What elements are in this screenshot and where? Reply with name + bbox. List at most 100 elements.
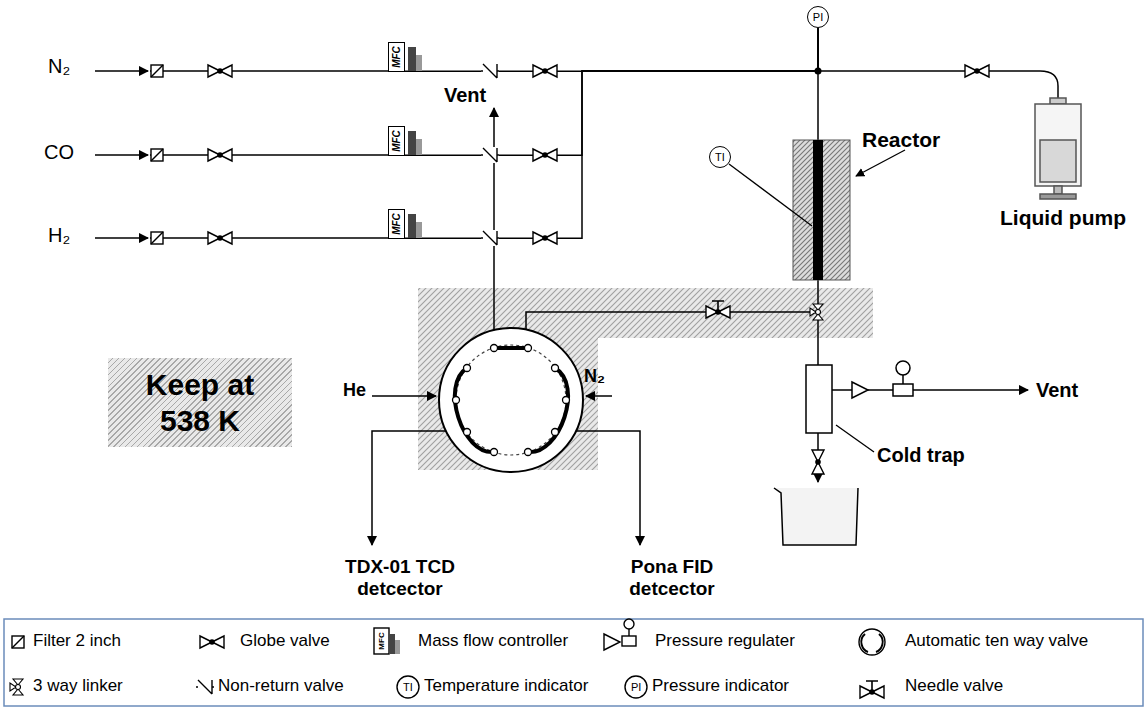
node-text: MFC: [392, 130, 402, 152]
mfc-bars: [408, 131, 416, 155]
legend-symbol: [628, 629, 629, 636]
pressure-regulator: [893, 384, 913, 396]
gas-line-connector: [405, 28, 818, 155]
pipe: [575, 431, 640, 545]
temperature-zone-box: Keep at 538 K: [108, 358, 292, 447]
liquid-pump: [1057, 86, 1059, 98]
legend-text: Automatic ten way valve: [905, 631, 1088, 651]
mfc-bars: [416, 222, 422, 238]
mfc-bars: [416, 55, 422, 71]
liquid-pump: [1050, 98, 1066, 104]
legend-symbol: [625, 676, 647, 698]
beaker: [774, 488, 858, 545]
globe-valve-symbol: [533, 232, 557, 244]
legend-symbol: [604, 634, 620, 650]
three-way-linker-symbol: [10, 679, 23, 695]
mass-flow-controller: MFC: [388, 209, 405, 239]
globe-valve-symbol: [812, 450, 824, 474]
legend-symbol: [395, 640, 400, 654]
globe-valve-symbol: [533, 149, 557, 161]
ten-way-valve: [455, 368, 494, 452]
pressure-regulator: [902, 375, 904, 384]
filter-symbol: [151, 149, 163, 161]
indicator-circle: PI: [807, 6, 829, 28]
liquid-pump: [1040, 140, 1076, 182]
node-text: Keep at 538 K: [120, 367, 280, 439]
pipe: [372, 431, 447, 545]
leader-line: [856, 150, 905, 176]
liquid-pump: [1040, 194, 1076, 199]
ten-way-valve: [456, 345, 566, 455]
pipe: [95, 70, 148, 72]
liquid-pump: [1054, 186, 1062, 194]
text-label: Vent: [444, 84, 486, 107]
text-label: Pona FID detcector: [605, 556, 740, 600]
needle-valve-symbol: [860, 681, 884, 698]
gas-line-connector: [405, 28, 818, 238]
liquid-pump: [1035, 86, 1081, 199]
pipe: [150, 71, 388, 238]
ten-way-valve: [491, 449, 498, 456]
text-label: Cold trap: [877, 444, 965, 467]
node-text: TI: [715, 152, 725, 163]
reactor: [793, 140, 850, 280]
globe-valve-symbol: [533, 65, 557, 77]
filter-symbol: [151, 232, 163, 244]
globe-valve-symbol: [208, 149, 232, 161]
reactor: [793, 140, 850, 280]
legend-symbol: [12, 636, 24, 648]
non-return-valve-symbol: [481, 147, 499, 163]
mass-flow-controller: MFC: [388, 42, 405, 72]
mass-flow-controller: MFC: [388, 126, 405, 156]
legend-symbol: [12, 636, 24, 648]
legend-text: Needle valve: [905, 676, 1003, 696]
text-label: N₂: [584, 366, 605, 387]
gas-line-connector: [405, 28, 818, 71]
legend-symbol: [861, 634, 882, 652]
legend-symbol: [624, 619, 634, 629]
ten-way-valve: [525, 449, 532, 456]
legend-symbol: [859, 629, 885, 655]
legend-text: Pressure regulater: [655, 631, 795, 651]
pipe: [817, 280, 819, 365]
legend-text: Non-return valve: [218, 676, 344, 696]
pipe: [95, 154, 148, 156]
indicator-circle: TI: [709, 146, 731, 168]
legend-symbol: [397, 676, 419, 698]
pipe: [818, 71, 1058, 86]
text-label: N₂: [48, 55, 70, 78]
legend-frame: [4, 619, 1143, 706]
pipe: [95, 28, 1058, 545]
text-label: TI: [403, 681, 413, 694]
globe-valve-symbol: [965, 65, 989, 77]
node-text: MFC: [392, 46, 402, 68]
text-label: CO: [44, 141, 74, 164]
non-return-valve-symbol: [196, 679, 214, 695]
ten-way-valve: [464, 365, 471, 372]
text-label: PI: [631, 681, 641, 694]
mfc-bars: [416, 139, 422, 155]
globe-valve-symbol: [200, 65, 989, 648]
pressure-regulator: [896, 361, 910, 375]
needle-valve-symbol: [706, 301, 730, 318]
cold-trap: [806, 365, 832, 433]
filter-symbol: [151, 65, 163, 77]
leader-line: [836, 425, 874, 452]
non-return-valve-symbol: [481, 63, 499, 79]
three-way-linker-symbol: [10, 304, 823, 695]
pipe: [913, 389, 1028, 391]
node-text: MFC: [392, 213, 402, 235]
ten-way-valve: [552, 365, 559, 372]
text-label: MFC: [378, 632, 386, 649]
legend-symbol: [389, 634, 395, 654]
ten-way-valve: [464, 429, 471, 436]
node-text: PI: [813, 12, 823, 23]
text-label: TDX-01 TCD detcector: [333, 556, 468, 600]
pipe: [95, 237, 148, 239]
legend-symbol: [12, 619, 885, 698]
mfc-bars: [408, 47, 422, 238]
leader-line: [729, 164, 812, 226]
ten-way-valve: [453, 345, 570, 456]
legend-text: Filter 2 inch: [33, 631, 121, 651]
globe-valve-symbol: [200, 636, 224, 648]
